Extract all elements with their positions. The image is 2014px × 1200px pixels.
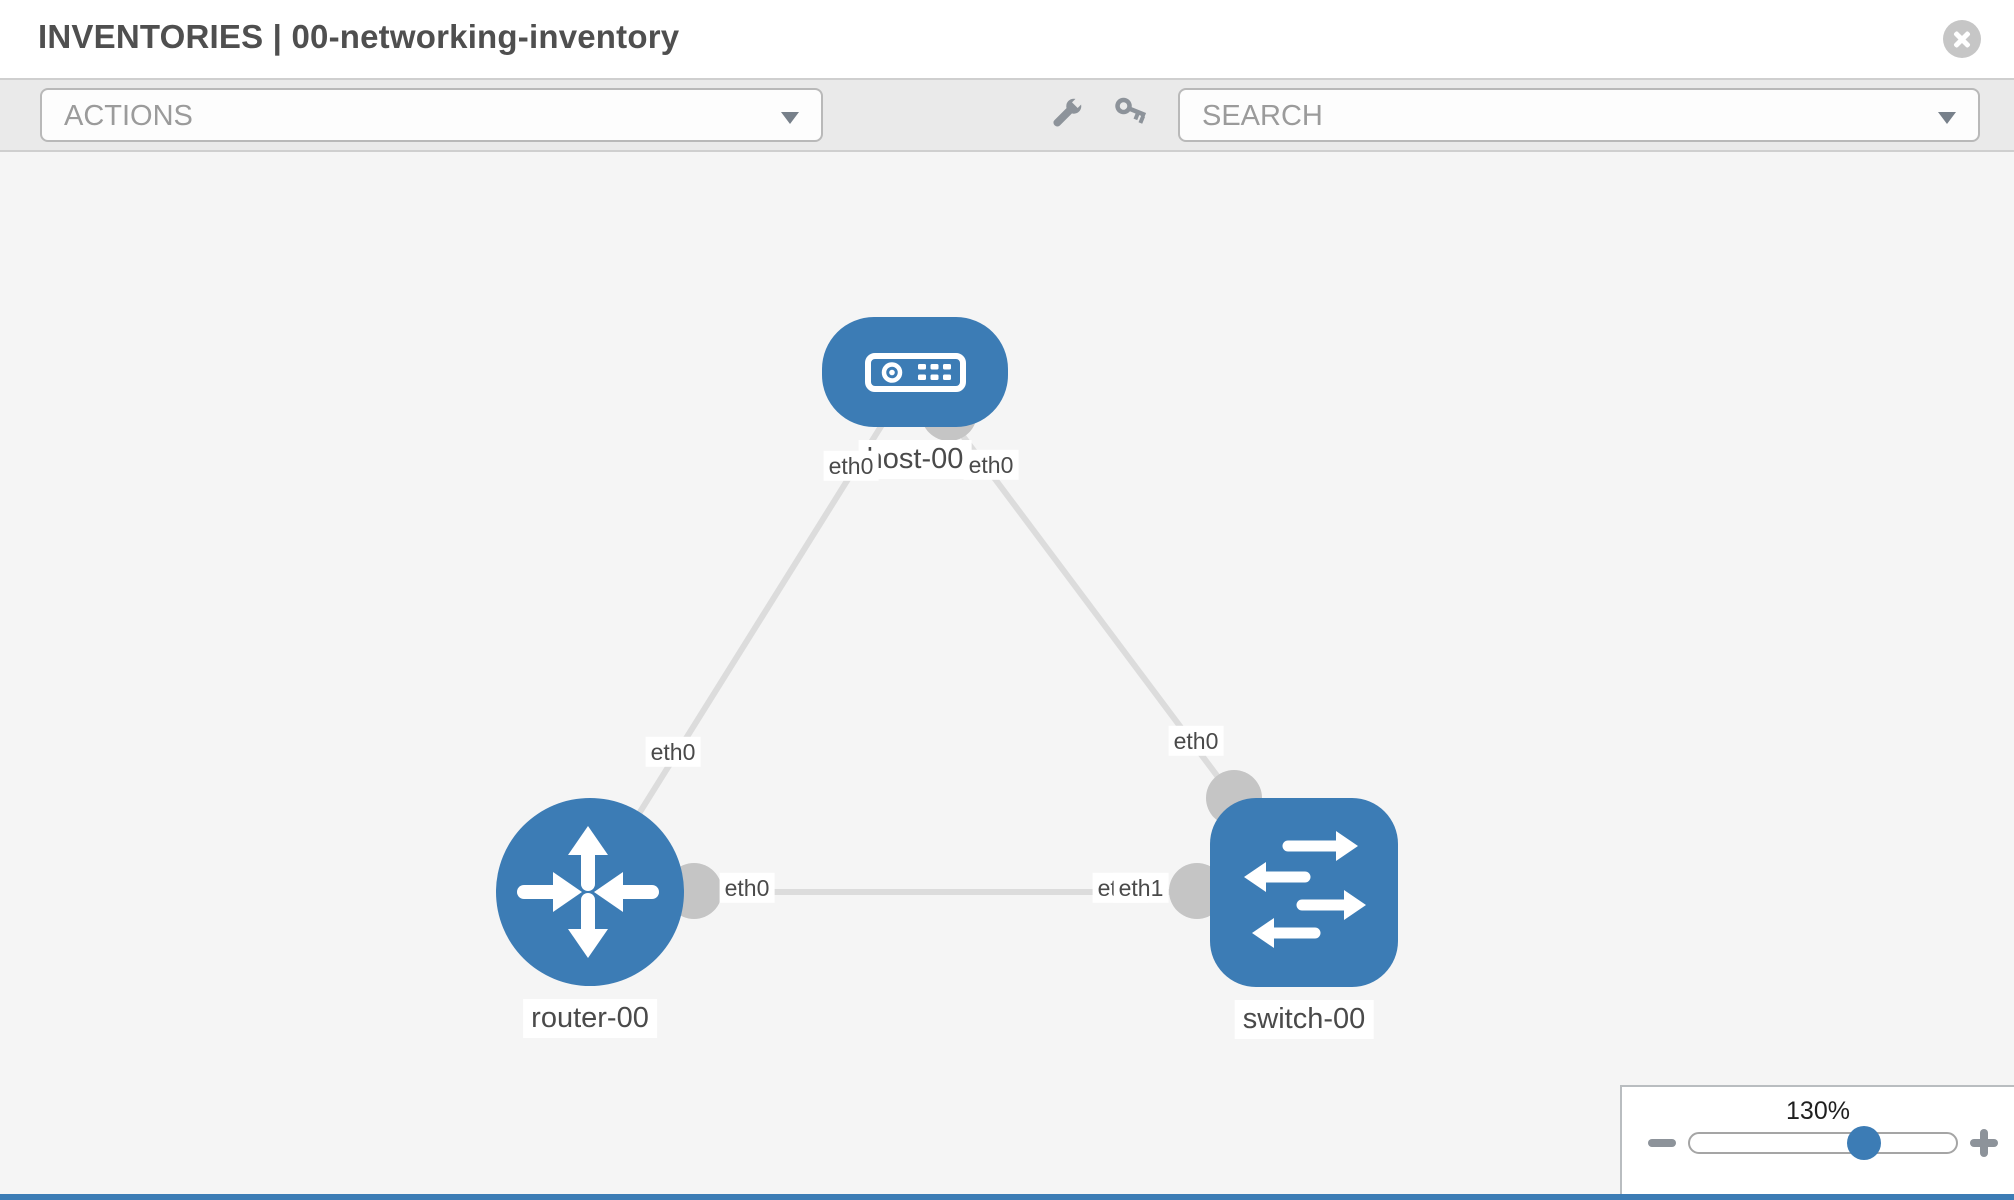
toolbar: ACTIONS SEARC xyxy=(0,78,2014,152)
switch-icon xyxy=(1244,830,1366,948)
interface-label: eth0 xyxy=(963,449,1019,481)
wrench-icon[interactable] xyxy=(1046,94,1086,134)
page-title: INVENTORIES | 00-networking-inventory xyxy=(38,18,680,55)
interface-label: eth0 xyxy=(823,450,879,482)
search-dropdown-label: SEARCH xyxy=(1202,100,1323,132)
chevron-down-icon xyxy=(1938,112,1956,124)
interface-label: eth1 xyxy=(1113,872,1169,904)
header: INVENTORIES | 00-networking-inventory xyxy=(0,0,2014,78)
node-switch-00[interactable] xyxy=(1210,797,1398,987)
actions-dropdown-label: ACTIONS xyxy=(64,100,193,132)
actions-dropdown[interactable]: ACTIONS xyxy=(40,88,823,142)
links-layer xyxy=(587,370,1307,919)
interface-label: eth0 xyxy=(645,736,701,768)
zoom-in-button[interactable] xyxy=(1970,1129,1998,1157)
zoom-panel: 130% xyxy=(1620,1085,2014,1200)
zoom-slider-handle[interactable] xyxy=(1846,1126,1881,1160)
router-icon xyxy=(517,826,659,958)
host-icon xyxy=(865,353,966,392)
chevron-down-icon xyxy=(781,112,799,124)
search-dropdown[interactable]: SEARCH xyxy=(1178,88,1980,142)
close-icon[interactable] xyxy=(1943,20,1981,58)
zoom-level-label: 130% xyxy=(1786,1097,1850,1125)
node-router-00[interactable] xyxy=(496,798,684,986)
node-label-switch-00: switch-00 xyxy=(1234,999,1374,1039)
interface-label: eth0 xyxy=(1168,725,1224,757)
zoom-out-button[interactable] xyxy=(1648,1139,1676,1147)
node-label-router-00: router-00 xyxy=(523,999,657,1038)
interface-label: eth0 xyxy=(719,872,775,904)
key-icon[interactable] xyxy=(1110,94,1150,134)
bottom-panel-edge xyxy=(0,1194,2014,1200)
zoom-slider-track[interactable] xyxy=(1688,1132,1958,1154)
node-host-00[interactable] xyxy=(822,317,1008,427)
